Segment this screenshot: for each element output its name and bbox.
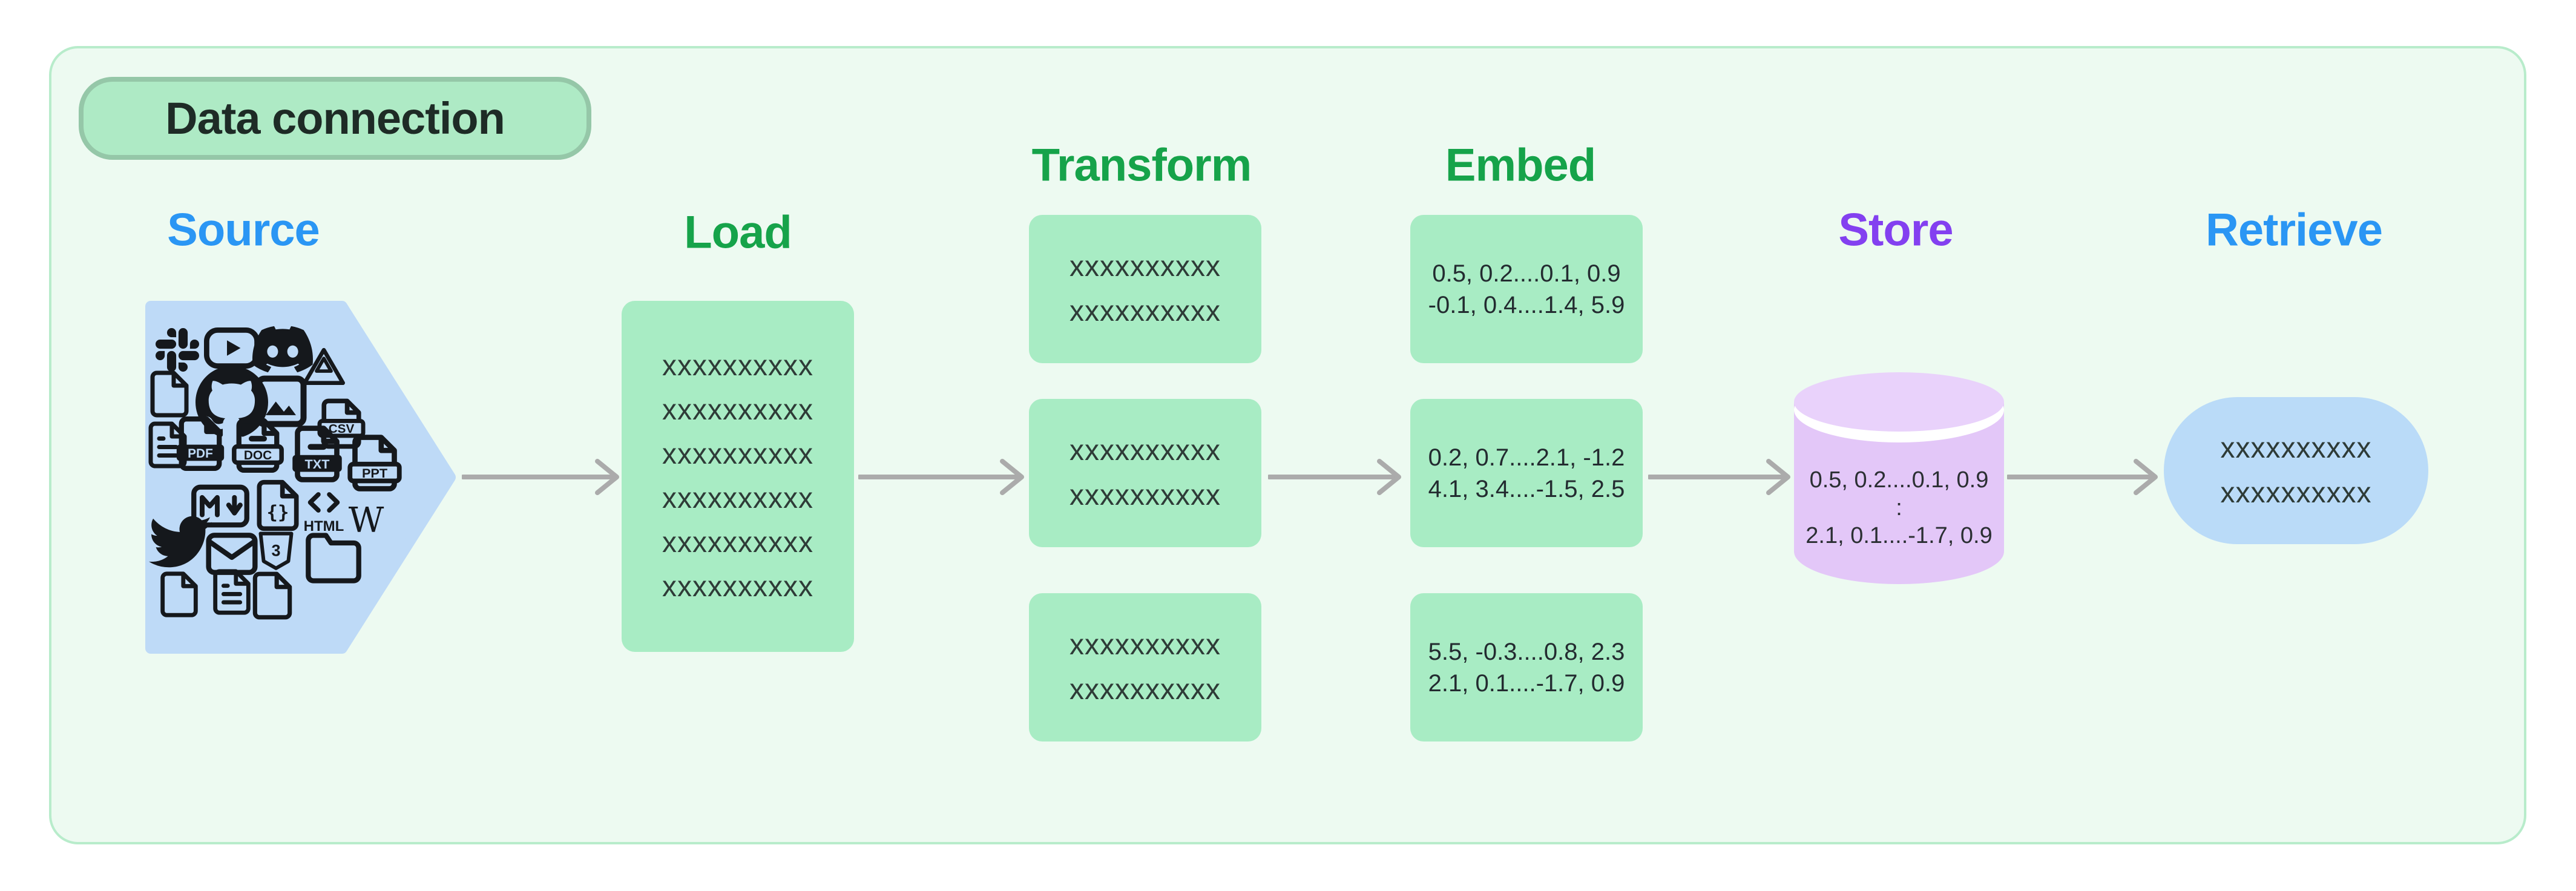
embed-vector-line: 4.1, 3.4....-1.5, 2.5 [1428,475,1625,502]
folder-icon [303,528,364,588]
load-box: xxxxxxxxxx xxxxxxxxxx xxxxxxxxxx xxxxxxx… [622,301,854,652]
stage-label-store: Store [1838,204,1953,256]
google-drive-icon [301,345,347,391]
twitter-icon [149,510,212,573]
diagram-frame [49,46,2526,844]
embed-box-3: 5.5, -0.3....0.8, 2.3 2.1, 0.1....-1.7, … [1410,593,1643,741]
ppt-file-icon [343,432,406,495]
txt-file-icon [286,422,349,485]
pdf-file-icon [170,413,231,474]
arrow-load-to-transform [858,459,1024,495]
transform-box-3: xxxxxxxxxx xxxxxxxxxx [1029,593,1261,741]
arrow-store-to-retrieve [2007,459,2158,495]
embed-vector-line: -0.1, 0.4....1.4, 5.9 [1428,291,1625,318]
file-icon [144,369,195,419]
arrow-source-to-load [462,459,619,495]
embed-vector-line: 5.5, -0.3....0.8, 2.3 [1428,638,1625,665]
css3-icon [254,529,298,573]
embed-box-1: 0.5, 0.2....0.1, 0.9 -0.1, 0.4....1.4, 5… [1410,215,1643,363]
arrow-transform-to-embed [1268,459,1401,495]
store-line: 2.1, 0.1....-1.7, 0.9 [1806,523,1993,548]
stage-label-source: Source [167,204,320,256]
transform-line: xxxxxxxxxx [1070,250,1221,283]
store-vector-text: 0.5, 0.2....0.1, 0.9 : 2.1, 0.1....-1.7,… [1794,466,2004,550]
transform-line: xxxxxxxxxx [1070,295,1221,327]
stage-label-embed: Embed [1445,139,1596,191]
retrieve-line: xxxxxxxxxx [2220,432,2372,464]
store-line: 0.5, 0.2....0.1, 0.9 [1809,467,1989,493]
embed-vector-line: 0.5, 0.2....0.1, 0.9 [1432,260,1621,287]
arrow-embed-to-store [1648,459,1790,495]
stage-label-retrieve: Retrieve [2206,204,2383,256]
transform-line: xxxxxxxxxx [1070,479,1221,511]
stage-label-transform: Transform [1031,139,1252,191]
transform-box-1: xxxxxxxxxx xxxxxxxxxx [1029,215,1261,363]
transform-box-2: xxxxxxxxxx xxxxxxxxxx [1029,399,1261,547]
source-icons [145,301,456,654]
title-badge: Data connection [79,77,591,160]
transform-line: xxxxxxxxxx [1070,628,1221,661]
store-cylinder [1794,372,2004,584]
load-line: xxxxxxxxxx [662,350,813,382]
embed-box-2: 0.2, 0.7....2.1, -1.2 4.1, 3.4....-1.5, … [1410,399,1643,547]
retrieve-line: xxxxxxxxxx [2220,476,2372,509]
load-line: xxxxxxxxxx [662,394,813,426]
slack-icon [156,328,199,372]
stage-label-load: Load [684,206,792,258]
embed-vector-line: 0.2, 0.7....2.1, -1.2 [1428,444,1625,471]
store-line: : [1896,495,1902,521]
load-line: xxxxxxxxxx [662,571,813,603]
doc-file-icon [228,415,288,476]
load-line: xxxxxxxxxx [662,438,813,470]
title-badge-label: Data connection [165,93,505,143]
retrieve-pill: xxxxxxxxxx xxxxxxxxxx [2164,397,2428,544]
load-line: xxxxxxxxxx [662,527,813,559]
transform-line: xxxxxxxxxx [1070,434,1221,467]
transform-line: xxxxxxxxxx [1070,673,1221,706]
file-icon [246,570,298,622]
load-line: xxxxxxxxxx [662,482,813,515]
file-icon [154,570,204,619]
embed-vector-line: 2.1, 0.1....-1.7, 0.9 [1428,669,1625,697]
